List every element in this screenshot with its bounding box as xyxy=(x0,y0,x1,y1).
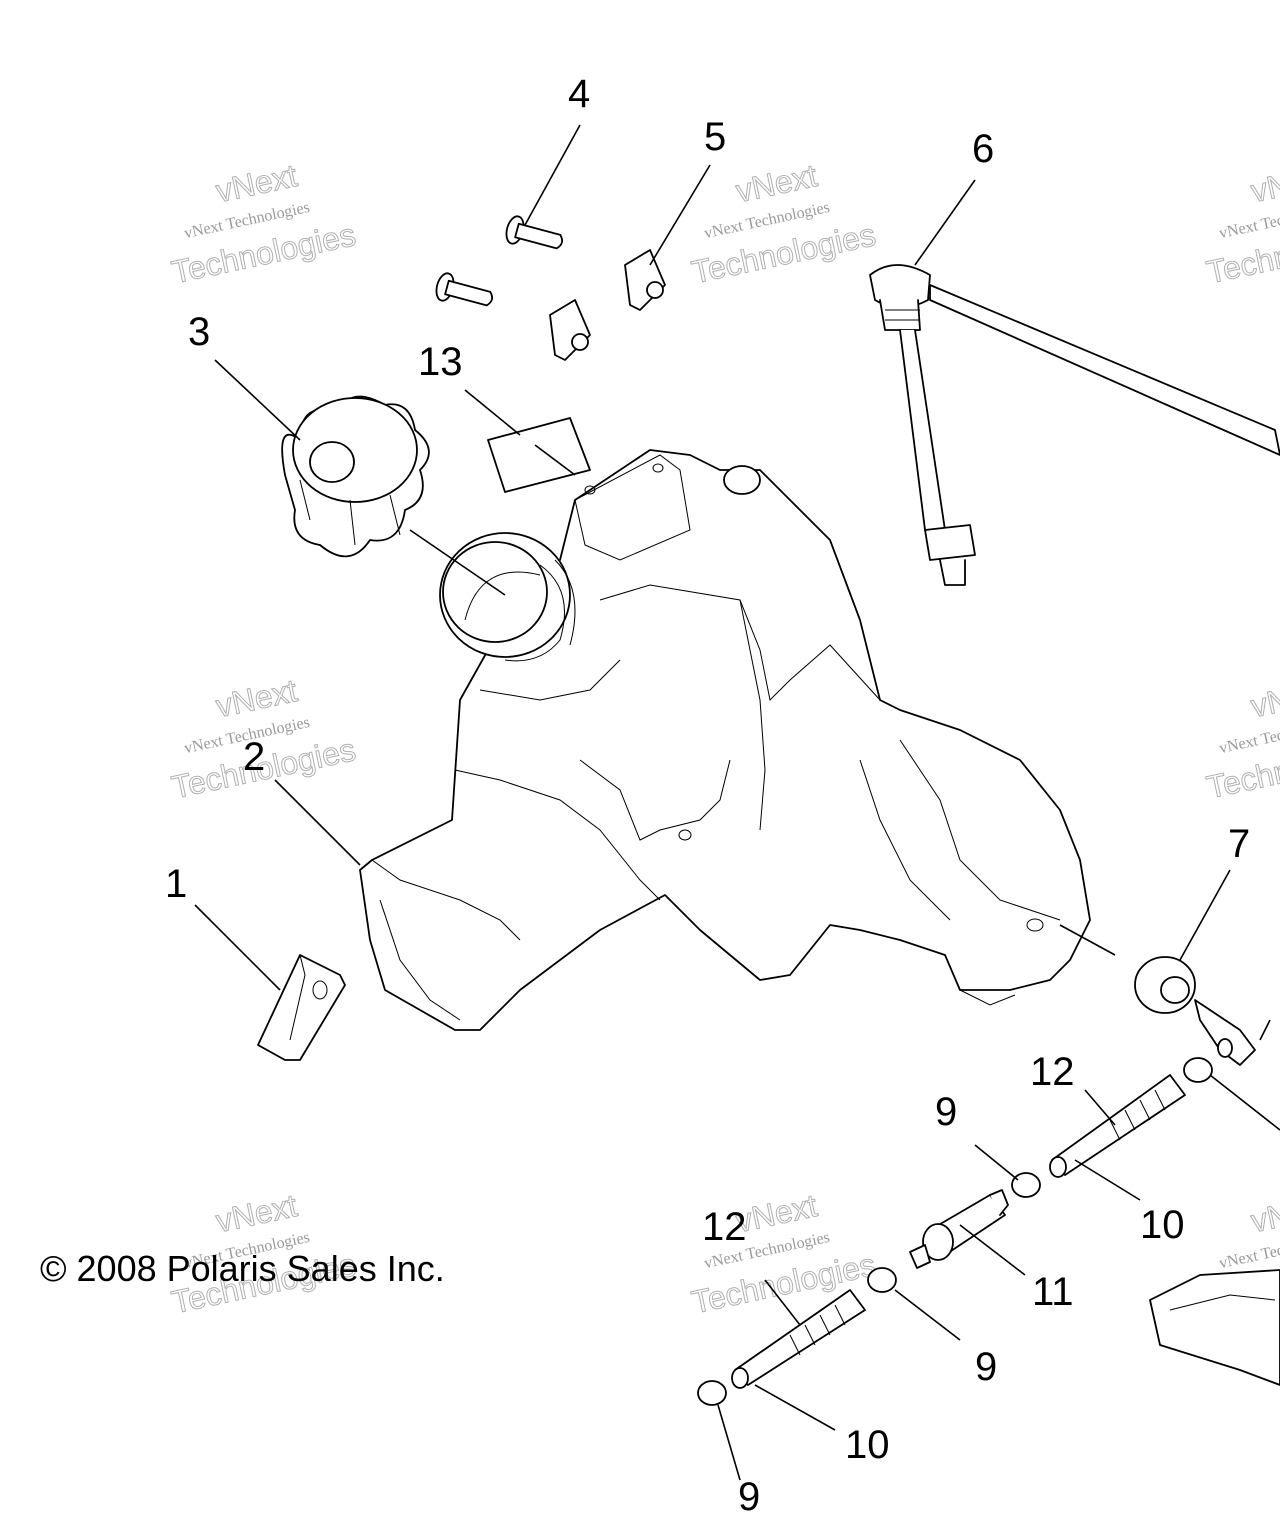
watermark-3: vNext vNext Technologies Technologies xyxy=(1203,157,1280,291)
watermark-2: vNext vNext Technologies Technologies xyxy=(688,157,879,291)
hose-assembly-upper xyxy=(1011,1057,1213,1198)
part-6-fuel-sender xyxy=(869,264,1280,586)
svg-text:vNext: vNext xyxy=(213,1187,301,1239)
leader-lines xyxy=(194,124,1280,1481)
callout-12-upper: 12 xyxy=(1030,1050,1075,1094)
callout-13: 13 xyxy=(418,340,463,384)
copyright-notice: © 2008 Polaris Sales Inc. xyxy=(40,1248,445,1289)
part-4-screws xyxy=(435,215,563,307)
callout-9-upper: 9 xyxy=(935,1090,957,1134)
callout-2: 2 xyxy=(243,735,265,779)
hose-assembly-lower xyxy=(697,1267,897,1406)
callout-3: 3 xyxy=(188,310,210,354)
watermark-6: vNext vNext Technologies Technologies xyxy=(1203,672,1280,806)
callout-9-middle: 9 xyxy=(975,1345,997,1389)
callout-6: 6 xyxy=(972,127,994,171)
svg-text:vNext: vNext xyxy=(733,157,821,209)
part-1-bracket xyxy=(257,954,346,1061)
svg-text:vNext: vNext xyxy=(213,157,301,209)
svg-text:vNext: vNext xyxy=(213,672,301,724)
callout-10-lower: 10 xyxy=(845,1423,890,1467)
callout-12-lower: 12 xyxy=(702,1205,747,1249)
svg-text:vNext: vNext xyxy=(1248,1187,1280,1239)
partial-bracket-right xyxy=(1149,1269,1280,1386)
part-3-fuel-cap xyxy=(281,395,430,558)
part-7-grommet xyxy=(1134,956,1256,1066)
callout-5: 5 xyxy=(704,115,726,159)
callout-10-upper: 10 xyxy=(1140,1203,1185,1247)
svg-text:vNext: vNext xyxy=(1248,672,1280,724)
callout-4: 4 xyxy=(568,72,590,116)
callouts: 1 2 3 4 5 6 7 13 12 9 10 11 12 9 10 9 xyxy=(165,72,1250,1519)
part-13-decal xyxy=(487,417,591,493)
svg-text:vNext: vNext xyxy=(1248,157,1280,209)
part-5-clip-nuts xyxy=(549,249,666,361)
callout-11: 11 xyxy=(1032,1270,1074,1314)
callout-9-lower: 9 xyxy=(738,1475,760,1519)
part-11-fuel-filter xyxy=(909,1189,1009,1269)
fuel-tank xyxy=(359,449,1091,1031)
callout-1: 1 xyxy=(165,862,187,906)
watermark-1: vNext vNext Technologies Technologies xyxy=(168,157,359,291)
callout-7: 7 xyxy=(1228,822,1250,866)
